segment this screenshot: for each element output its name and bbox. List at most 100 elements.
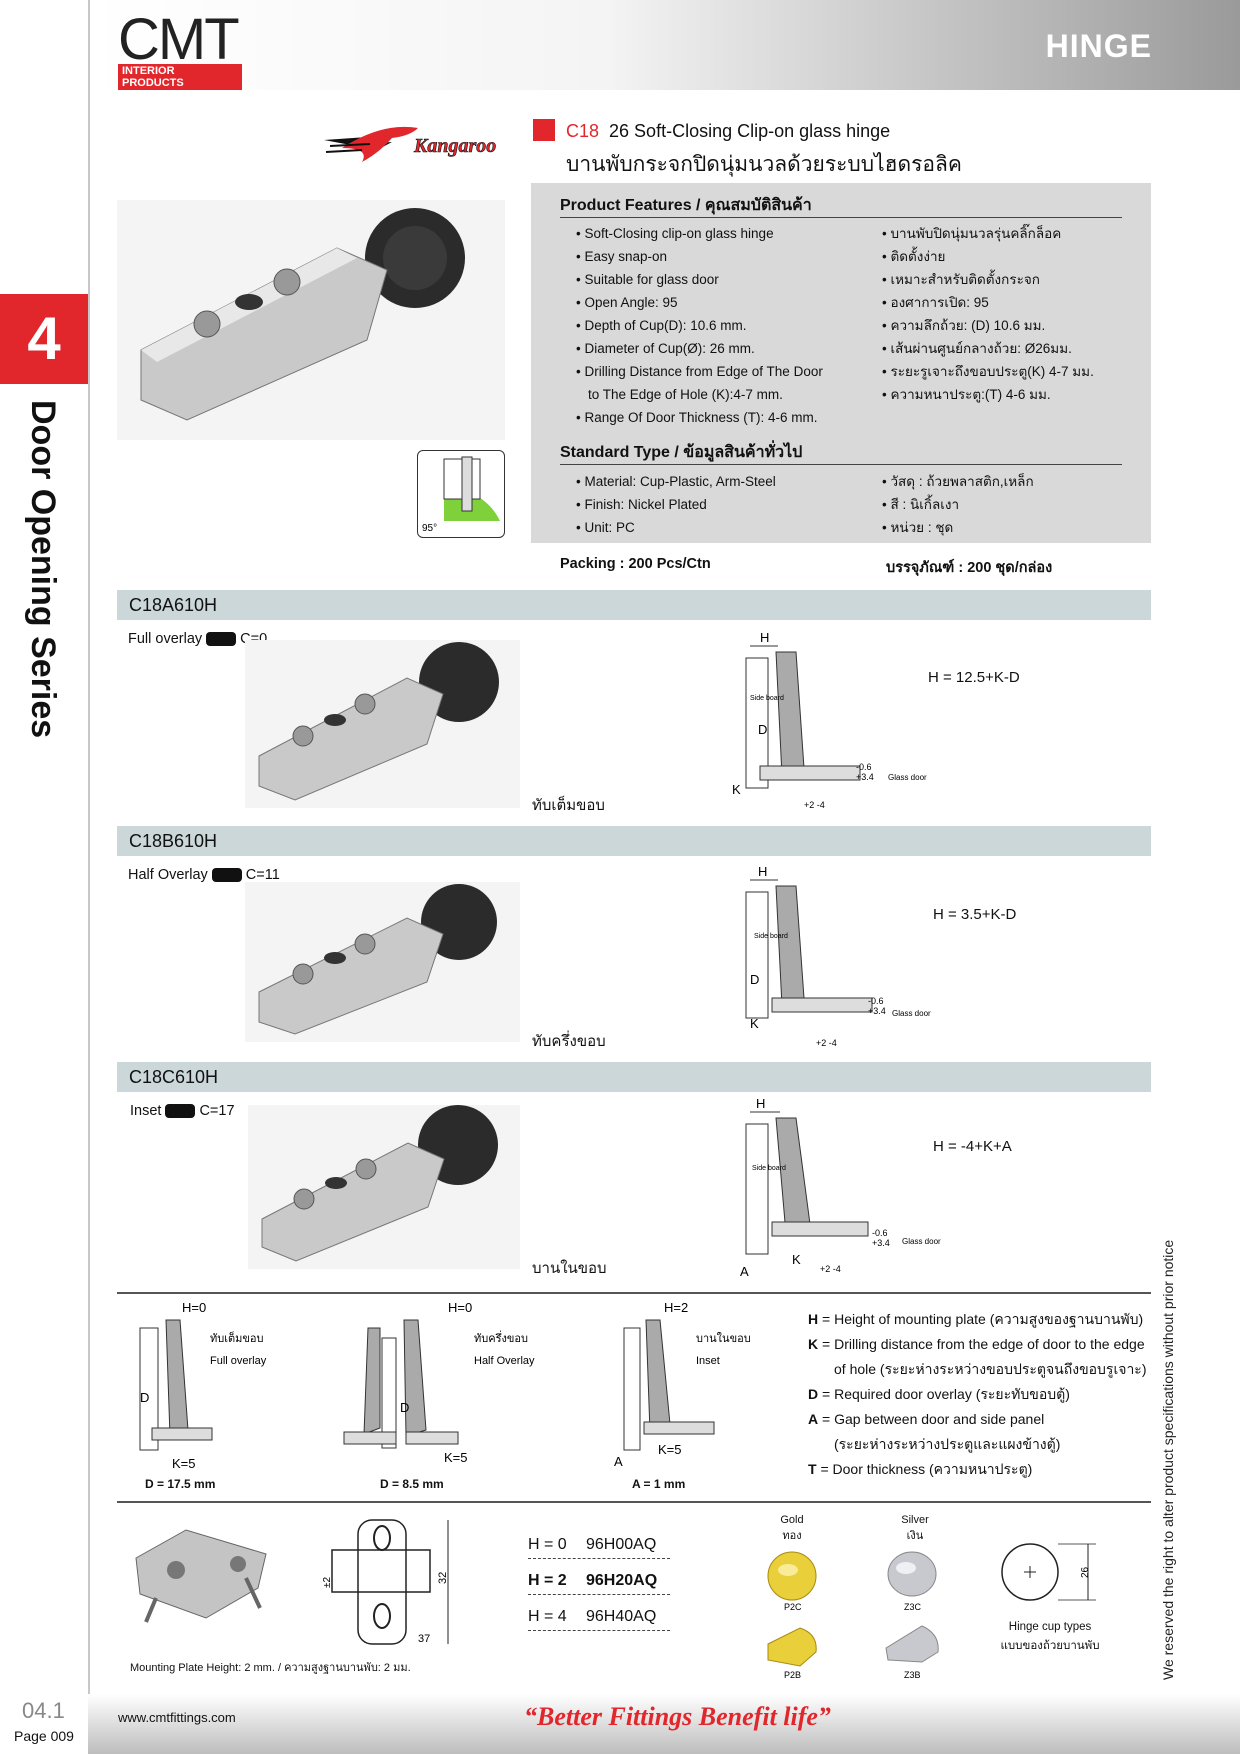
title-marker [533,119,555,141]
label-a: A [740,1264,749,1279]
product-name: 26 Soft-Closing Clip-on glass hinge [609,121,891,141]
overlay-name: Full overlay [128,631,203,647]
legend-text: = Drilling distance from the edge of doo… [818,1336,1145,1352]
feature-th: • บานพับปิดนุ่มนวลรุ่นคลิ๊กล็อค [882,226,1062,241]
mounting-plate-drawing: 32 ±2 37 [322,1519,449,1645]
model-bar-a: C18A610H [117,590,1151,620]
inset-icon [165,1104,196,1119]
brand-name: Kangaroo [413,135,496,157]
model-code: C18C610H [129,1067,219,1087]
formula-a: H = 12.5+K-D [928,669,1020,686]
feature-th: • เหมาะสำหรับติดตั้งกระจก [882,272,1040,287]
glass-door-label: Glass door [902,1237,941,1246]
label-k: K [732,782,741,797]
category-title: HINGE [1045,28,1152,64]
formula-c: H = -4+K+A [933,1138,1012,1155]
slogan: “Better Fittings Benefit life” [524,1702,831,1731]
footer-url[interactable]: www.cmtfittings.com [118,1710,236,1725]
legend-key: D [808,1386,819,1402]
example-en: Full overlay [210,1355,267,1367]
dim-a: -0.6 [868,996,884,1006]
standard-rule [560,464,1122,465]
standard-en-item: • Material: Cup-Plastic, Arm-Steel [576,474,776,489]
section-divider [117,1501,1151,1503]
gold-th: ทอง [782,1530,802,1542]
legend: H = Height of mounting plate (ความสูงของ… [808,1307,1146,1482]
feature-th: • เส้นผ่านศูนย์กลางถ้วย: Ø26มม. [882,341,1072,356]
feature-th: • องศาการเปิด: 95 [882,295,989,310]
standard-th-item: • วัสดุ : ถ้วยพลาสติก,เหล็ก [882,474,1034,489]
legend-key: T [808,1461,817,1477]
cup-diagram: 26 [1001,1543,1096,1601]
feature-en: • Suitable for glass door [576,272,719,287]
glass-door-label: Glass door [888,773,927,782]
page-number: 04.1 [22,1698,65,1723]
dim-b: +3.4 [872,1238,890,1248]
side-rule [88,0,90,1754]
series-label-wrap: Door Opening Series [24,400,68,800]
legend-key: A [808,1411,819,1427]
example-k: K=5 [658,1442,682,1457]
feature-en: • Depth of Cup(D): 10.6 mm. [576,318,747,333]
side-board-label: Side board [754,933,788,940]
label-d: D [140,1390,149,1405]
overlay-c: C=11 [245,867,280,883]
label-d: D [750,972,759,987]
product-code: C18 [566,121,600,141]
mounting-plate-photo [135,1529,267,1623]
dim-b: +3.4 [868,1006,886,1016]
series-label: Door Opening Series [24,400,62,739]
feature-en: to The Edge of Hole (K):4-7 mm. [588,387,783,402]
overlay-th-b: ทับครึ่งขอบ [532,1033,606,1050]
page-label: Page 009 [14,1728,74,1744]
standard-en-item: • Finish: Nickel Plated [576,497,707,512]
standard-en-item: • Unit: PC [576,520,635,535]
example-diagram-inset: H=2 บานในขอบ Inset A K=5 [614,1300,751,1469]
label-d: D [758,722,767,737]
side-board-label: Side board [752,1165,786,1172]
feature-en: • Range Of Door Thickness (T): 4-6 mm. [576,410,818,425]
label-h: H [756,1096,765,1111]
dim-c: +2 -4 [820,1264,841,1274]
feature-th: • ความหนาประตู:(T) 4-6 มม. [882,387,1051,402]
cup-dim: 26 [1080,1566,1091,1578]
cmt-logo: CMT [118,7,240,72]
example-h: H=0 [182,1300,206,1315]
hinge-photo-a [245,640,520,808]
plate-code: 96H40AQ [586,1608,657,1625]
dim-37: 37 [418,1633,430,1645]
label-h: H [758,864,767,879]
plate-h: H = 2 [528,1572,567,1589]
dim-a: -0.6 [872,1228,888,1238]
example-value-half: D = 8.5 mm [380,1477,444,1491]
model-bar-c: C18C610H [117,1062,1151,1092]
features-rule [560,217,1122,218]
example-value-inset: A = 1 mm [632,1477,686,1491]
model-bar-b: C18B610H [117,826,1151,856]
install-diagram-b: H Side board D K -0.6 +3.4 Glass door +2… [745,864,931,1048]
packing-en: Packing : 200 Pcs/Ctn [560,556,711,572]
hinge-photo-c [248,1105,520,1269]
example-k: K=5 [172,1456,196,1471]
legend-row: T = Door thickness (ความหนาประตู) [808,1457,1146,1482]
example-h: H=0 [448,1300,472,1315]
label-a: A [614,1454,623,1469]
plate-h: H = 0 [528,1536,567,1553]
gold-en: Gold [780,1514,804,1526]
feature-th: • ความลึกถ้วย: (D) 10.6 มม. [882,318,1046,333]
features-th: • บานพับปิดนุ่มนวลรุ่นคลิ๊กล็อค • ติดตั้… [882,222,1094,406]
label-h: H [760,630,769,645]
legend-key: K [808,1336,819,1352]
standard-th-item: • หน่วย : ชุด [882,520,954,535]
chapter-number: 4 [0,294,88,384]
cup-types-en: Hinge cup types [1008,1621,1092,1633]
standard-th-item: • สี : นิเกิ้ลเงา [882,497,960,512]
dim-a: -0.6 [856,762,872,772]
cap-code: Z3B [904,1670,921,1680]
